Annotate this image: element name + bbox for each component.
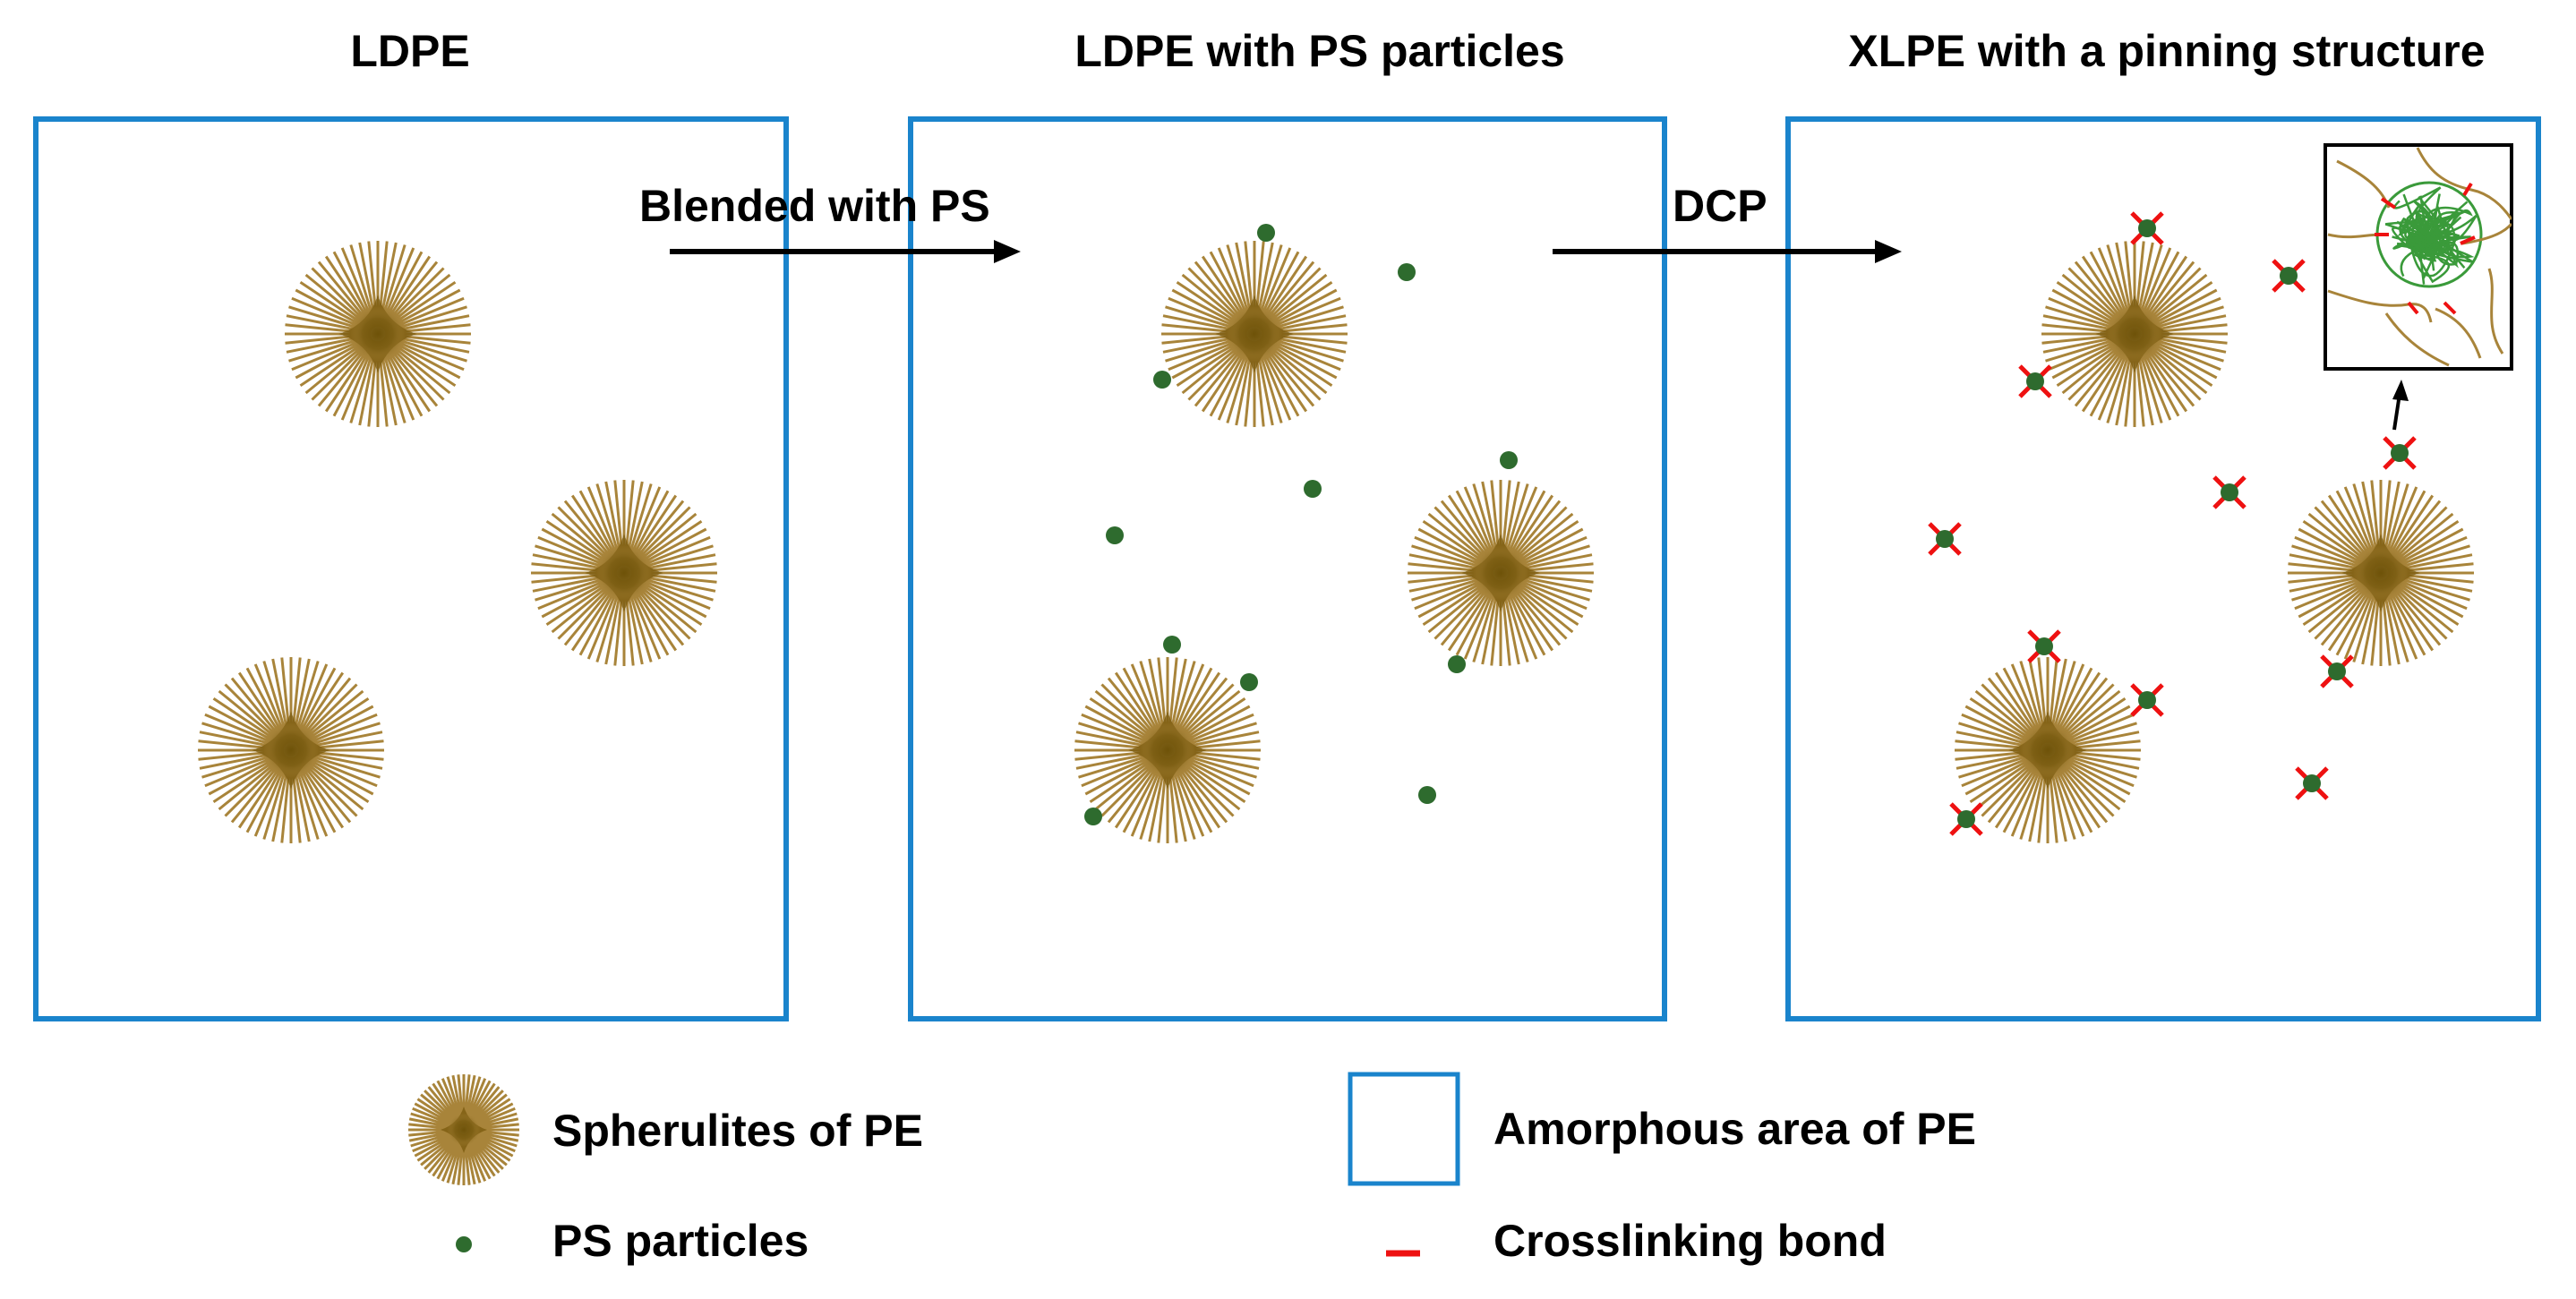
ps-particle [1106, 526, 1124, 544]
legend-spherulite-label: Spherulites of PE [552, 1106, 923, 1156]
spherulite-5 [1408, 480, 1594, 666]
ps-particle [1240, 673, 1258, 691]
crosslinked-ps-particle [2320, 654, 2354, 688]
crosslinked-particles-layer [1928, 211, 2417, 836]
legend: Spherulites of PE Amorphous area of PE P… [408, 1072, 1976, 1266]
spherulite-3 [198, 657, 384, 843]
legend-bond-label: Crosslinking bond [1493, 1216, 1887, 1266]
legend-spherulite-swatch [408, 1074, 519, 1185]
spherulite-1 [285, 241, 471, 427]
legend-particle-swatch [456, 1236, 472, 1252]
panel-title-ldpe-ps: LDPE with PS particles [1074, 26, 1564, 76]
crosslinked-ps-particle [1928, 522, 1962, 556]
ps-particle [1084, 808, 1102, 825]
crosslinked-ps-particle [2027, 629, 2061, 663]
arrow-label-blended: Blended with PS [639, 181, 990, 231]
panel-title-ldpe: LDPE [350, 26, 469, 76]
inset-ps-coil [2375, 181, 2483, 288]
ps-particle [1500, 451, 1518, 469]
spherulite-9 [1955, 657, 2141, 843]
crosslinked-ps-particle [2130, 211, 2164, 245]
ps-particle [1448, 655, 1466, 673]
spherulite-4 [1161, 241, 1348, 427]
arrow-label-dcp: DCP [1673, 181, 1767, 231]
ps-particle [1304, 480, 1322, 498]
legend-amorphous-label: Amorphous area of PE [1493, 1104, 1976, 1154]
panel-title-xlpe: XLPE with a pinning structure [1848, 26, 2485, 76]
spherulites-layer [198, 241, 2474, 843]
particles-layer [1084, 224, 1518, 825]
arrow-dcp [1553, 240, 1902, 263]
ps-particle [1398, 263, 1416, 281]
crosslinked-ps-particle [1949, 802, 1983, 836]
crosslinked-ps-particle [2295, 766, 2329, 800]
spherulite-8 [2288, 480, 2474, 666]
ps-particle [1418, 786, 1436, 804]
arrow-blended [670, 240, 1021, 263]
legend-spherulite-icon [408, 1074, 519, 1185]
inset-crosslink-bonds [2375, 182, 2476, 315]
ps-particle [1153, 371, 1171, 389]
spherulite-7 [2041, 241, 2228, 427]
crosslinked-ps-particle [2212, 475, 2247, 509]
legend-amorphous-swatch [1348, 1072, 1460, 1186]
crosslinked-ps-particle [2272, 259, 2306, 293]
ps-particle [1257, 224, 1275, 242]
inset-pinning-structure [2324, 143, 2513, 431]
legend-particle-label: PS particles [552, 1216, 809, 1266]
spherulite-6 [1074, 657, 1261, 843]
crosslinked-ps-particle [2130, 683, 2164, 717]
spherulite-2 [531, 480, 717, 666]
crosslinked-ps-particle [2018, 364, 2052, 398]
ps-particle [1163, 636, 1181, 654]
crosslinked-ps-particle [2383, 436, 2417, 470]
